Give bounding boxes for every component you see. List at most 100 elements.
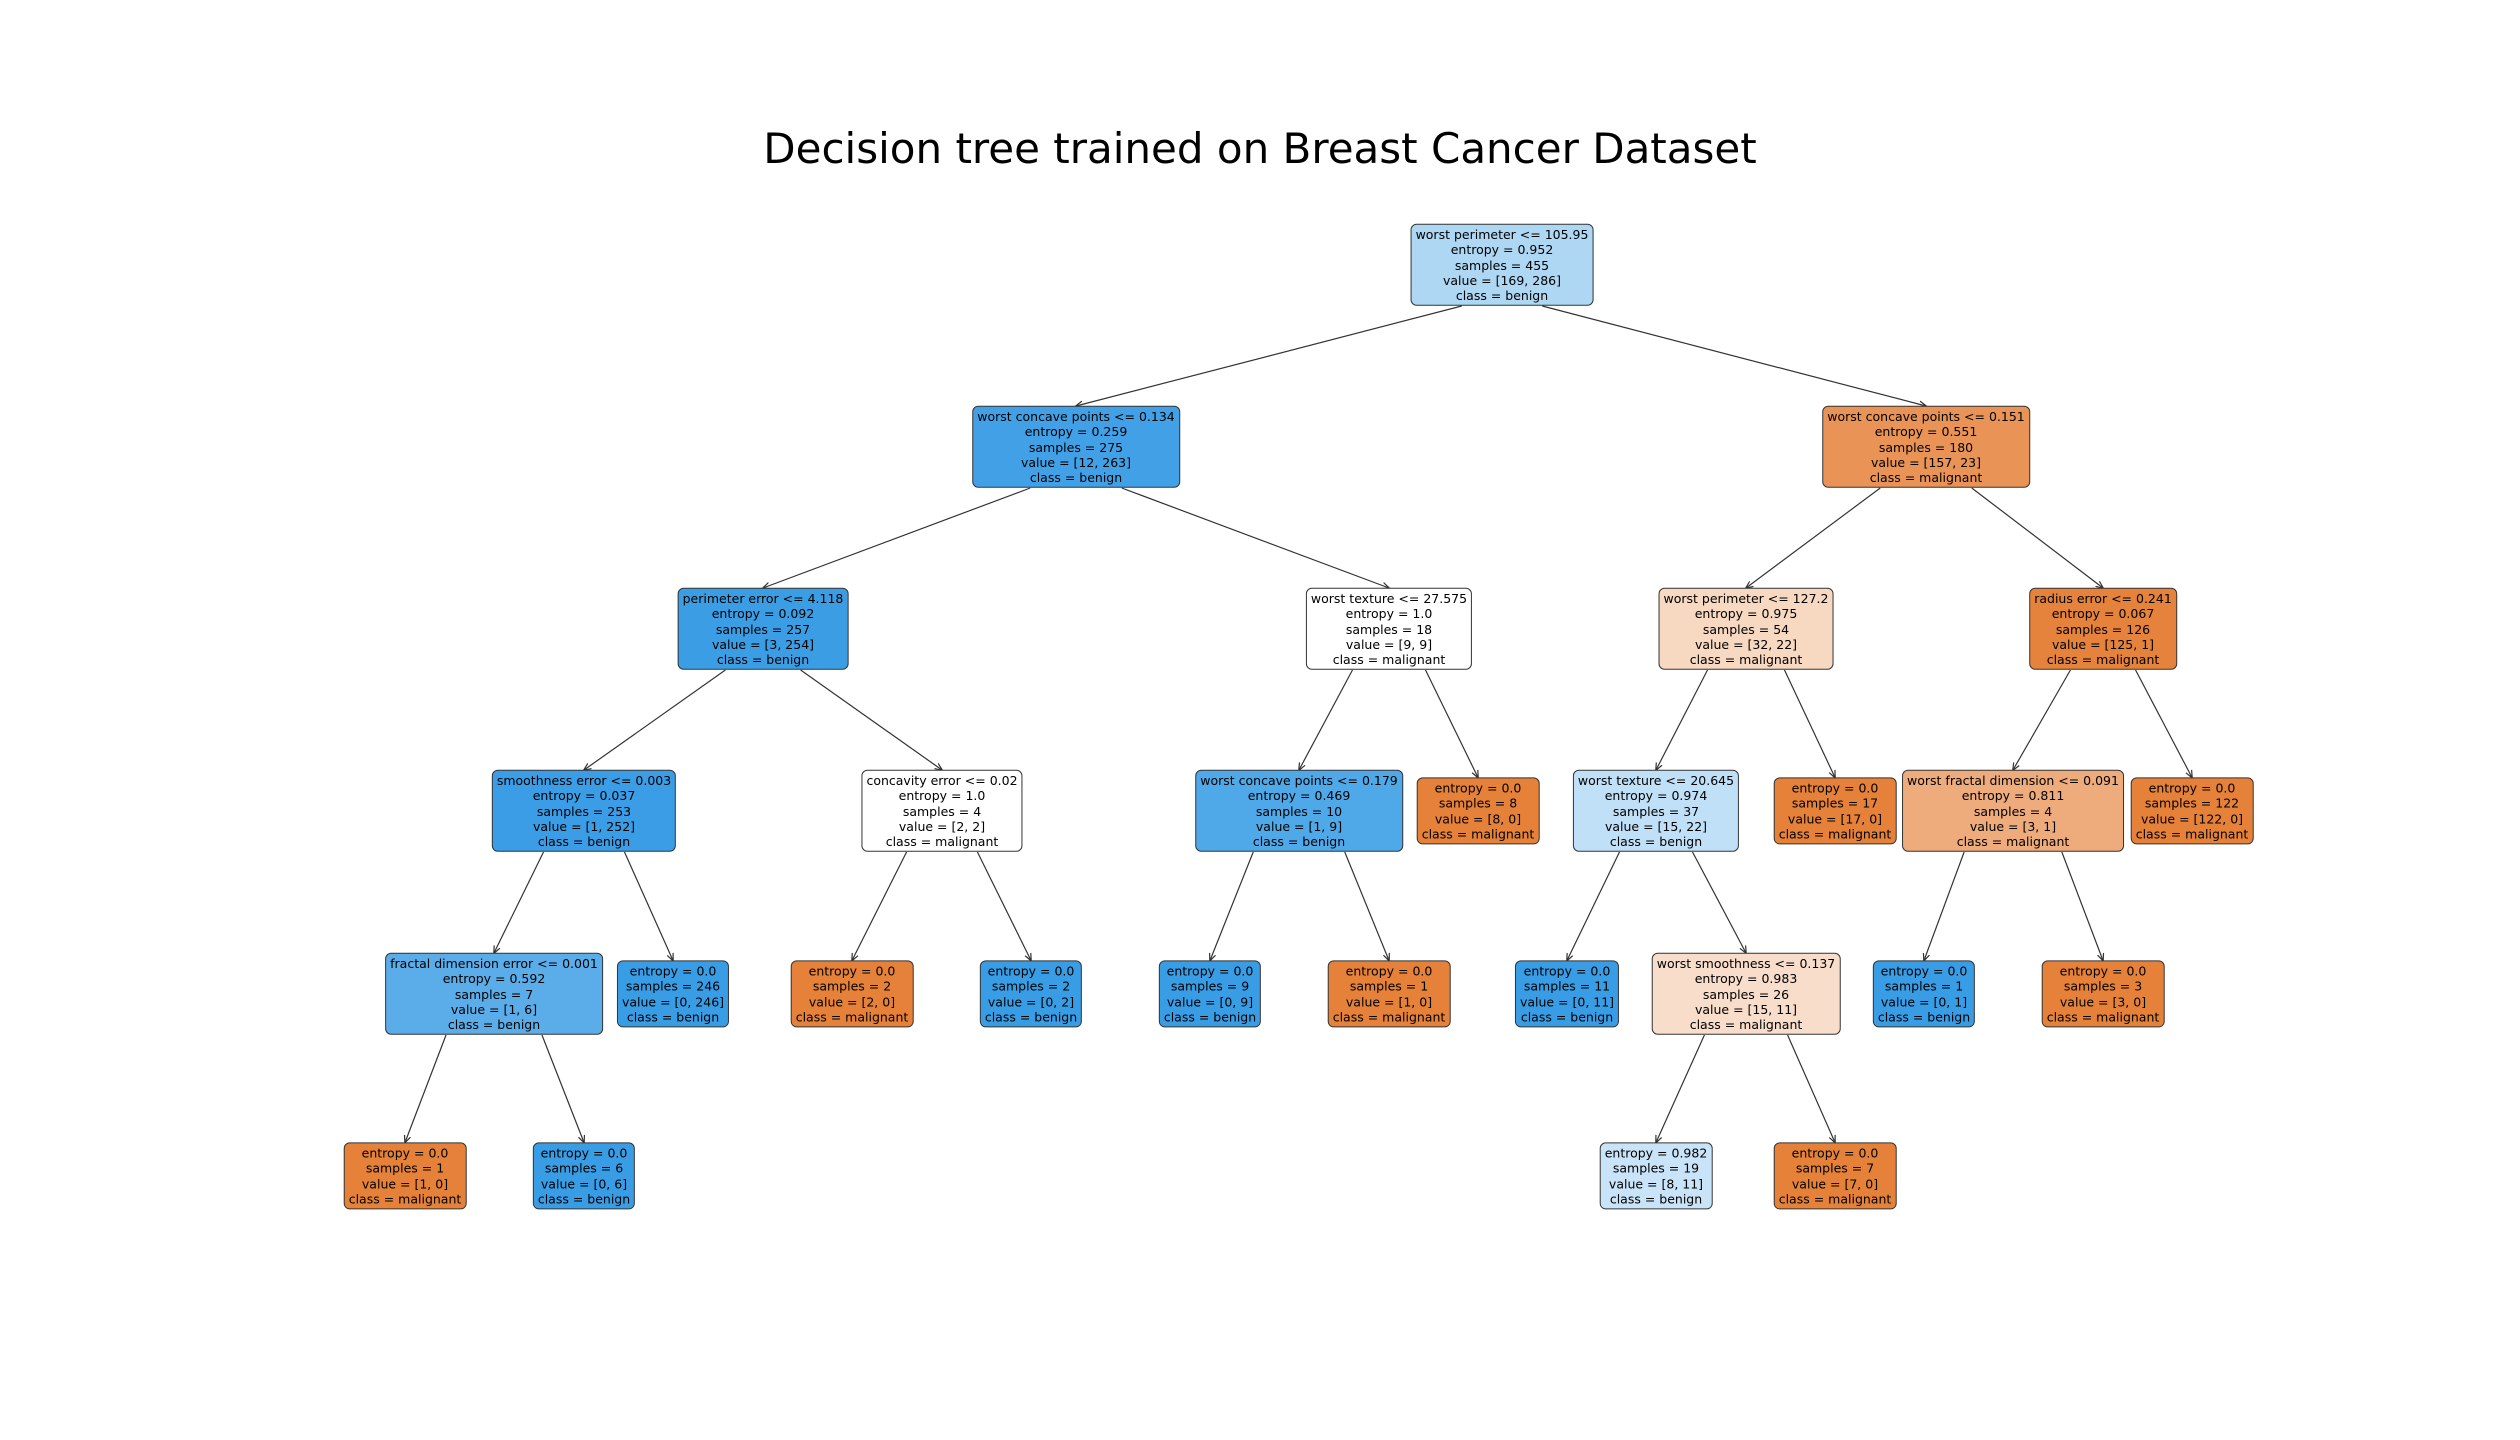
- tree-edge-n5-n11: [1656, 669, 1709, 770]
- node-entropy-text: entropy = 0.259: [1024, 424, 1128, 440]
- tree-edge-n3-n7: [584, 669, 726, 770]
- tree-edge-n0-n1: [1076, 305, 1462, 406]
- node-samples-text: samples = 246: [625, 978, 721, 994]
- node-split-text: perimeter error <= 4.118: [682, 590, 844, 606]
- node-value-text: value = [9, 9]: [1345, 636, 1433, 652]
- node-value-text: value = [32, 22]: [1694, 636, 1798, 652]
- tree-edge-n22-n27: [1656, 1034, 1705, 1143]
- node-class-text: class = benign: [716, 651, 810, 667]
- tree-edge-n15-n25: [405, 1034, 447, 1143]
- node-value-text: value = [1, 0]: [1345, 994, 1433, 1009]
- node-samples-text: samples = 1: [365, 1160, 445, 1176]
- node-split-text: worst concave points <= 0.179: [1200, 772, 1398, 788]
- node-entropy-text: entropy = 0.0: [361, 1145, 449, 1161]
- node-entropy-text: entropy = 0.975: [1694, 606, 1798, 622]
- node-entropy-text: entropy = 0.092: [711, 606, 815, 622]
- diagram-title: Decision tree trained on Breast Cancer D…: [763, 124, 1757, 173]
- tree-edge-n6-n13: [2013, 669, 2071, 770]
- node-value-text: value = [0, 246]: [621, 994, 725, 1009]
- node-entropy-text: entropy = 0.0: [1880, 963, 1968, 979]
- node-split-text: worst perimeter <= 127.2: [1663, 590, 1829, 606]
- node-samples-text: samples = 2: [812, 978, 892, 994]
- node-class-text: class = malignant: [2135, 826, 2249, 842]
- node-value-text: value = [2, 2]: [898, 818, 986, 834]
- node-class-text: class = benign: [1609, 833, 1703, 849]
- node-class-text: class = benign: [1252, 833, 1346, 849]
- node-value-text: value = [1, 252]: [532, 818, 636, 834]
- node-split-text: worst texture <= 27.575: [1310, 590, 1468, 606]
- tree-edge-n1-n4: [1121, 487, 1389, 588]
- node-entropy-text: entropy = 0.0: [2059, 963, 2147, 979]
- node-split-text: worst smoothness <= 0.137: [1656, 955, 1836, 971]
- node-entropy-text: entropy = 1.0: [1345, 606, 1433, 622]
- node-class-text: class = benign: [626, 1009, 720, 1025]
- node-entropy-text: entropy = 0.067: [2051, 606, 2155, 622]
- tree-edge-n9-n19: [1210, 851, 1254, 961]
- node-class-text: class = benign: [537, 1191, 631, 1207]
- tree-edge-n11-n21: [1567, 851, 1621, 961]
- node-class-text: class = malignant: [1956, 833, 2070, 849]
- node-entropy-text: entropy = 0.0: [987, 963, 1075, 979]
- node-value-text: value = [0, 2]: [987, 994, 1075, 1009]
- node-samples-text: samples = 4: [1973, 803, 2053, 819]
- tree-edge-n0-n2: [1542, 305, 1926, 406]
- node-value-text: value = [12, 263]: [1020, 454, 1132, 470]
- node-entropy-text: entropy = 0.982: [1604, 1145, 1708, 1161]
- node-value-text: value = [125, 1]: [2051, 636, 2155, 652]
- node-entropy-text: entropy = 0.0: [1434, 780, 1522, 796]
- node-entropy-text: entropy = 0.952: [1450, 242, 1554, 258]
- node-value-text: value = [15, 11]: [1694, 1001, 1798, 1017]
- node-entropy-text: entropy = 0.592: [442, 971, 546, 987]
- node-value-text: value = [1, 9]: [1255, 818, 1343, 834]
- node-class-text: class = benign: [1520, 1009, 1614, 1025]
- tree-edge-n2-n5: [1746, 487, 1881, 588]
- node-entropy-text: entropy = 0.974: [1604, 788, 1708, 804]
- node-class-text: class = benign: [1029, 469, 1123, 485]
- node-entropy-text: entropy = 0.0: [1166, 963, 1254, 979]
- node-entropy-text: entropy = 0.811: [1961, 788, 2065, 804]
- tree-edge-n22-n28: [1787, 1034, 1835, 1143]
- node-class-text: class = malignant: [1689, 651, 1803, 667]
- node-entropy-text: entropy = 0.0: [629, 963, 717, 979]
- node-split-text: worst fractal dimension <= 0.091: [1907, 772, 2119, 788]
- node-samples-text: samples = 122: [2144, 795, 2240, 811]
- node-samples-text: samples = 257: [715, 621, 811, 637]
- node-value-text: value = [1, 0]: [361, 1176, 449, 1191]
- node-samples-text: samples = 2: [991, 978, 1071, 994]
- node-class-text: class = malignant: [885, 833, 999, 849]
- node-value-text: value = [0, 6]: [540, 1176, 628, 1191]
- tree-edge-n3-n8: [800, 669, 942, 770]
- tree-edge-n9-n20: [1344, 851, 1389, 961]
- node-entropy-text: entropy = 0.0: [540, 1145, 628, 1161]
- tree-edge-n5-n12: [1783, 669, 1836, 778]
- node-value-text: value = [2, 0]: [808, 994, 896, 1009]
- node-samples-text: samples = 253: [536, 803, 632, 819]
- node-split-text: fractal dimension error <= 0.001: [390, 955, 598, 971]
- tree-edge-n4-n10: [1424, 669, 1478, 778]
- node-samples-text: samples = 1: [1884, 978, 1964, 994]
- tree-edge-n15-n26: [541, 1034, 584, 1143]
- node-class-text: class = benign: [1163, 1009, 1257, 1025]
- node-value-text: value = [122, 0]: [2140, 811, 2244, 826]
- node-class-text: class = malignant: [1421, 826, 1535, 842]
- node-samples-text: samples = 4: [902, 803, 982, 819]
- node-class-text: class = malignant: [1869, 469, 1983, 485]
- node-samples-text: samples = 8: [1438, 795, 1518, 811]
- node-value-text: value = [8, 11]: [1608, 1176, 1704, 1191]
- node-entropy-text: entropy = 0.0: [2148, 780, 2236, 796]
